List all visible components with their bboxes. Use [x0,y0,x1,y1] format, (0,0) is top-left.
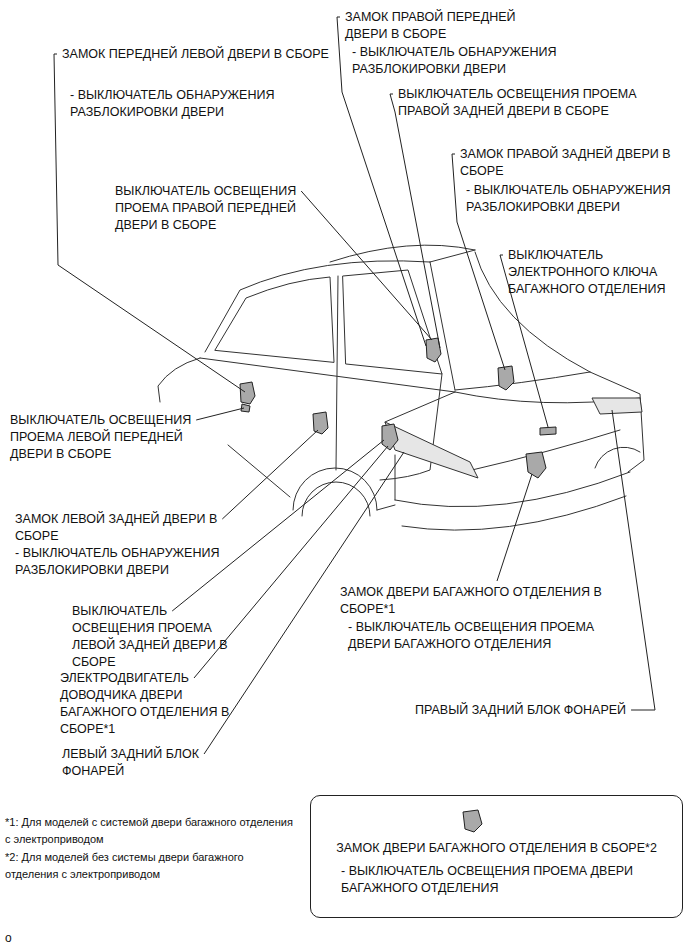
part-label: - ВЫКЛЮЧАТЕЛЬ ОСВЕЩЕНИЯ ПРОЕМА ДВЕРИ БАГ… [348,619,618,653]
tail-light [385,422,478,478]
part-icon [313,412,328,434]
leader-line [500,255,548,427]
part-icon [498,366,514,390]
car-outline [430,262,455,390]
footnote: o [5,930,25,947]
tail-light [592,398,642,414]
inset-box: ЗАМОК ДВЕРИ БАГАЖНОГО ОТДЕЛЕНИЯ В СБОРЕ*… [310,795,683,918]
part-label: ВЫКЛЮЧАТЕЛЬ ОСВЕЩЕНИЯ ПРОЕМА ЛЕВОЙ ПЕРЕД… [10,412,210,463]
part-label: - ВЫКЛЮЧАТЕЛЬ ОБНАРУЖЕНИЯ РАЗБЛОКИРОВКИ … [352,44,607,78]
part-label: - ВЫКЛЮЧАТЕЛЬ ОБНАРУЖЕНИЯ РАЗБЛОКИРОВКИ … [466,182,681,216]
car-outline [330,245,475,262]
part-icon [463,810,482,832]
car-outline [215,277,334,362]
part-icon [382,424,398,450]
part-icon [240,382,255,404]
part-label: ВЫКЛЮЧАТЕЛЬ ЭЛЕКТРОННОГО КЛЮЧА БАГАЖНОГО… [508,247,678,298]
part-label: ПРАВЫЙ ЗАДНИЙ БЛОК ФОНАРЕЙ [415,702,645,719]
car-outline [395,455,396,500]
car-outline [395,472,630,507]
part-label: ЛЕВЫЙ ЗАДНИЙ БЛОК ФОНАРЕЙ [62,746,222,780]
inset-subitem: - ВЫКЛЮЧАТЕЛЬ ОСВЕЩЕНИЯ ПРОЕМА ДВЕРИ БАГ… [341,863,674,897]
footnote: *1: Для моделей с системой двери багажно… [5,814,295,848]
part-label: ЗАМОК ПРАВОЙ ЗАДНЕЙ ДВЕРИ В СБОРЕ [460,146,675,180]
car-outline [472,430,620,470]
part-label: ВЫКЛЮЧАТЕЛЬ ОСВЕЩЕНИЯ ПРОЕМА ПРАВОЙ ЗАДН… [398,86,678,120]
part-icon [526,452,546,478]
leader-line [390,94,440,348]
car-outline [455,372,590,390]
car-outline [228,445,290,497]
part-label: ВЫКЛЮЧАТЕЛЬ ОСВЕЩЕНИЯ ПРОЕМА ПРАВОЙ ПЕРЕ… [115,183,305,234]
leader-line [222,430,318,519]
leader-line [497,474,532,581]
part-label: ЗАМОК ДВЕРИ БАГАЖНОГО ОТДЕЛЕНИЯ В СБОРЕ*… [340,584,620,618]
car-outline [343,270,442,374]
inset-heading: ЗАМОК ДВЕРИ БАГАЖНОГО ОТДЕЛЕНИЯ В СБОРЕ*… [319,840,674,857]
leader-line [301,191,432,340]
car-outline [385,392,455,422]
leader-line [196,408,244,420]
part-label: - ВЫКЛЮЧАТЕЛЬ ОБНАРУЖЕНИЯ РАЗБЛОКИРОВКИ … [70,87,325,121]
part-label: ЭЛЕКТРОДВИГАТЕЛЬ ДОВОДЧИКА ДВЕРИ БАГАЖНО… [60,670,250,738]
car-outline [590,372,644,472]
part-label: ЗАМОК ЛЕВОЙ ЗАДНЕЙ ДВЕРИ В СБОРЕ [15,511,240,545]
car-outline [402,496,626,530]
car-outline [205,261,430,352]
car-outline [158,358,200,402]
part-label: - ВЫКЛЮЧАТЕЛЬ ОБНАРУЖЕНИЯ РАЗБЛОКИРОВКИ … [15,545,245,579]
part-label: ВЫКЛЮЧАТЕЛЬ ОСВЕЩЕНИЯ ПРОЕМА ЛЕВОЙ ЗАДНЕ… [72,603,247,671]
car-outline [377,505,395,510]
part-icon [540,427,556,435]
tail-light [385,398,642,478]
car-outline [380,374,442,480]
part-label: ЗАМОК ПЕРЕДНЕЙ ЛЕВОЙ ДВЕРИ В СБОРЕ [62,46,337,63]
part-label: ЗАМОК ПРАВОЙ ПЕРЕДНЕЙ ДВЕРИ В СБОРЕ [345,9,545,43]
car-outline [336,276,338,470]
car-outline [302,482,370,516]
leader-line [612,410,655,710]
footnote: *2: Для моделей без системы двери багажн… [5,849,300,883]
